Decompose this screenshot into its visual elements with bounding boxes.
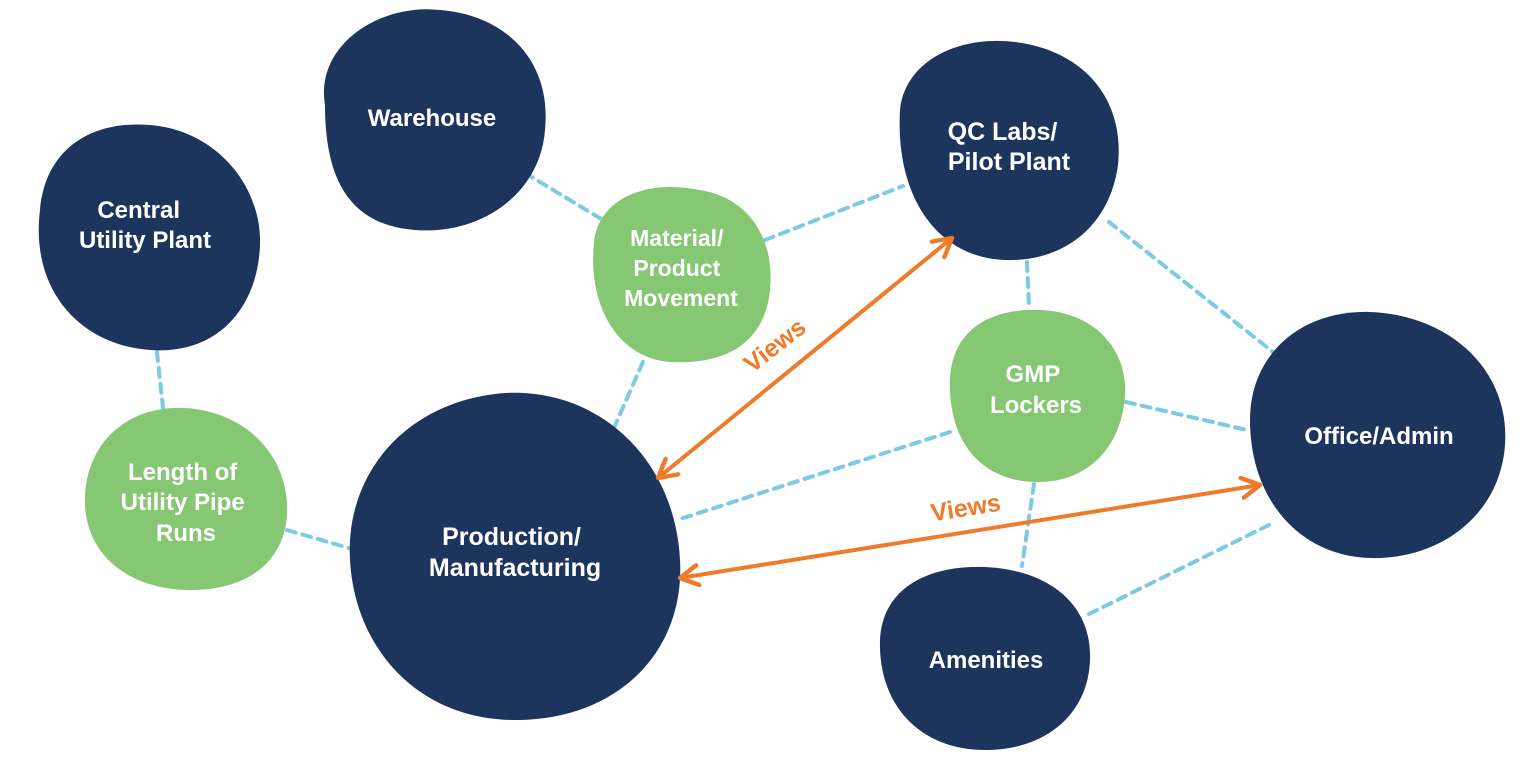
svg-text:QC Labs/ Pilot Plant: QC Labs/ Pilot Plant (948, 118, 1071, 176)
connector-amenities-office (1087, 520, 1277, 616)
node-amenities: Amenities (879, 566, 1091, 750)
node-amenities-blob (879, 566, 1091, 750)
node-length-utility-pipe-label-line2: Utility Pipe (121, 489, 245, 516)
node-material-movement-label-line2: Product (633, 255, 720, 281)
node-qc-labs-blob (899, 40, 1119, 261)
node-length-utility-pipe-blob (84, 407, 288, 590)
node-material-movement-label-line1: Material/ (630, 225, 724, 251)
node-qc-labs-label-line2: Pilot Plant (948, 148, 1071, 176)
svg-text:Length of Utility Pipe: Length of Utility Pipe Runs (121, 459, 252, 547)
node-amenities-label: Amenities (929, 647, 1044, 674)
views-arrow-production-office-line (680, 485, 1260, 578)
views-arrow-production-office-label: Views (929, 489, 1003, 528)
connector-material-qc (763, 184, 905, 242)
node-production-manufacturing-label-line2: Manufacturing (429, 554, 601, 582)
node-gmp-lockers-blob (949, 309, 1126, 482)
node-warehouse-blob (323, 9, 546, 231)
node-production-manufacturing-label-line1: Production/ (442, 523, 581, 551)
node-gmp-lockers: GMP Lockers (949, 309, 1126, 482)
node-material-movement: Material/ Product Movement (593, 187, 771, 363)
connector-qc-office (1107, 220, 1280, 358)
node-central-utility-plant-label-line2: Utility Plant (79, 227, 211, 254)
svg-text:Office/Admin: Office/Admin (1304, 423, 1453, 450)
svg-text:Central Utility Plant: Central Utility Plant (79, 197, 211, 254)
svg-text:Views: Views (929, 489, 1003, 528)
connector-central-length (155, 350, 165, 410)
connector-qc-gmp (1025, 260, 1031, 309)
node-warehouse-label: Warehouse (368, 105, 496, 132)
connector-warehouse-material (523, 171, 605, 222)
node-gmp-lockers-label-line1: GMP (1006, 361, 1061, 388)
svg-text:Material/ Product: Material/ Product Movement (624, 225, 738, 311)
connector-gmp-production (675, 430, 952, 522)
node-production-manufacturing-blob (349, 392, 681, 721)
node-length-utility-pipe-label-line3: Runs (156, 520, 216, 547)
svg-text:GMP Lockers: GMP Lockers (990, 361, 1082, 419)
svg-text:Warehouse: Warehouse (368, 105, 496, 132)
node-office-admin-label: Office/Admin (1304, 423, 1453, 450)
node-production-manufacturing: Production/ Manufacturing (349, 392, 681, 721)
svg-text:Production/ Manufacturin: Production/ Manufacturing (429, 523, 601, 582)
connector-gmp-amenities (1020, 482, 1036, 568)
node-length-utility-pipe: Length of Utility Pipe Runs (84, 407, 288, 590)
node-warehouse: Warehouse (323, 9, 546, 231)
node-qc-labs: QC Labs/ Pilot Plant (899, 40, 1119, 261)
node-office-admin: Office/Admin (1250, 311, 1506, 559)
connector-length-production (285, 528, 354, 551)
node-central-utility-plant-blob (38, 124, 261, 351)
node-qc-labs-label-line1: QC Labs/ (948, 118, 1058, 146)
node-length-utility-pipe-label-line1: Length of (128, 459, 238, 486)
node-gmp-lockers-label-line2: Lockers (990, 392, 1082, 419)
node-material-movement-label-line3: Movement (624, 285, 738, 311)
node-central-utility-plant: Central Utility Plant (38, 124, 261, 351)
views-arrow-production-qc-line (658, 238, 952, 478)
node-office-admin-blob (1250, 311, 1506, 559)
node-central-utility-plant-label-line1: Central (97, 197, 180, 224)
connector-material-production (611, 360, 645, 432)
views-arrow-production-office: Views (680, 485, 1260, 578)
connector-gmp-office (1124, 400, 1249, 432)
svg-text:Amenities: Amenities (929, 647, 1044, 674)
